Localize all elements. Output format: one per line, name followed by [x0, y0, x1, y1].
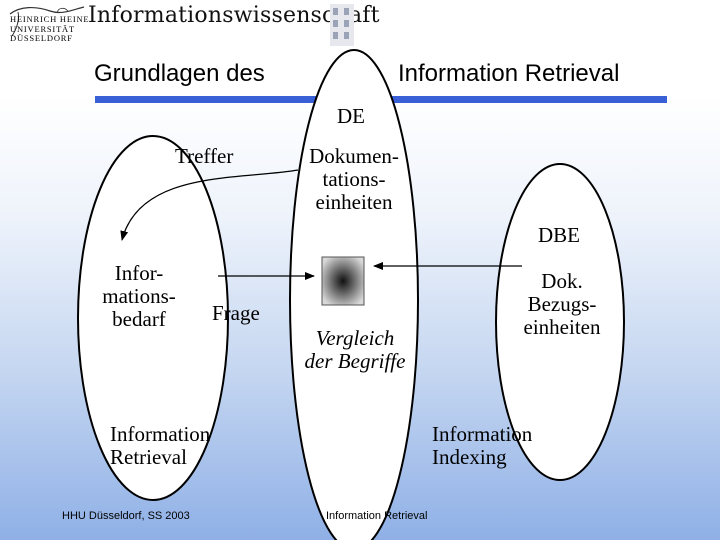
- slide-title-left: Grundlagen des: [94, 60, 265, 87]
- label-line: der Begriffe: [304, 349, 406, 373]
- comparison-box: [321, 256, 365, 306]
- label-line: tations-: [322, 167, 386, 191]
- dbe-label: DBE: [538, 223, 580, 247]
- vergleich-label: Vergleich der Begriffe: [290, 327, 420, 373]
- label-line: Dokumen-: [309, 144, 399, 168]
- building-image: [330, 4, 354, 46]
- label-line: Information: [432, 422, 533, 446]
- label-line: Retrieval: [110, 445, 187, 469]
- label-line: einheiten: [523, 315, 601, 339]
- frage-label: Frage: [212, 301, 260, 325]
- university-logo: [9, 6, 85, 37]
- slide-title-right: Information Retrieval: [398, 60, 620, 87]
- university-name-line: DÜSSELDORF: [10, 33, 73, 43]
- label-line: einheiten: [315, 190, 393, 214]
- dokumentationseinheiten-label: Dokumen- tations- einheiten: [284, 145, 424, 214]
- footer-center: Information Retrieval: [326, 510, 428, 522]
- treffer-label: Treffer: [175, 144, 234, 168]
- university-name: HEINRICH HEINE UNIVERSITÄT DÜSSELDORF: [10, 14, 90, 44]
- information-indexing-label: Information Indexing: [432, 423, 532, 469]
- label-line: Dok.: [541, 269, 583, 293]
- de-label: DE: [337, 104, 365, 128]
- label-line: Information: [110, 422, 211, 446]
- label-line: mations-: [102, 284, 176, 308]
- footer-left: HHU Düsseldorf, SS 2003: [62, 510, 190, 522]
- bezugseinheiten-ellipse: [495, 163, 625, 481]
- label-line: Indexing: [432, 445, 507, 469]
- university-name-line: HEINRICH HEINE: [10, 14, 90, 24]
- treffer-arrow: [120, 169, 299, 241]
- label-line: Vergleich: [315, 326, 395, 350]
- label-line: Bezugs-: [527, 292, 597, 316]
- label-line: Infor-: [114, 261, 164, 285]
- information-retrieval-label: Information Retrieval: [110, 423, 210, 469]
- informationsbedarf-label: Infor- mations- bedarf: [80, 262, 198, 331]
- label-line: bedarf: [112, 307, 166, 331]
- university-name-line: UNIVERSITÄT: [10, 23, 75, 34]
- dok-bezugseinheiten-label: Dok. Bezugs- einheiten: [502, 270, 622, 339]
- informationsbedarf-ellipse: [77, 135, 229, 501]
